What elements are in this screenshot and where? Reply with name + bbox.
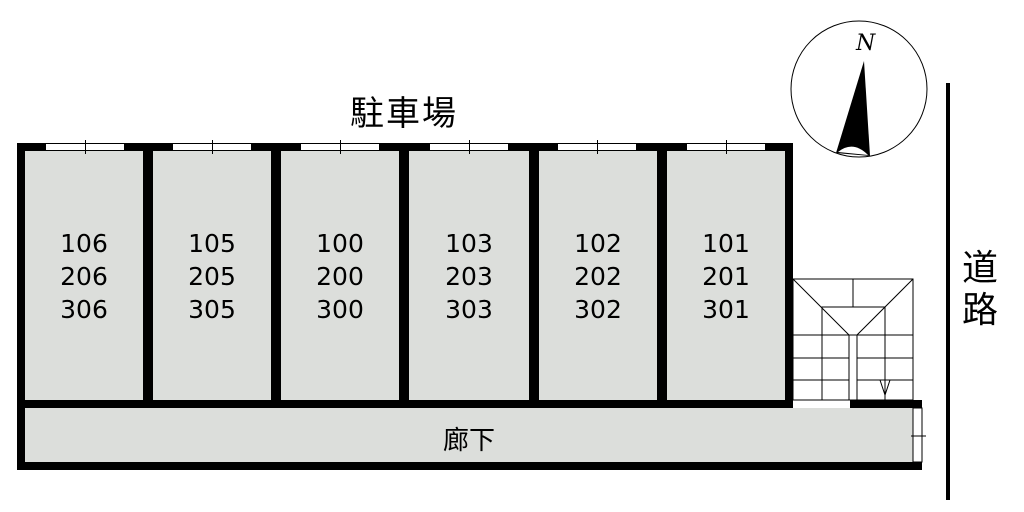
room-number: 203: [445, 262, 493, 291]
partition-2: [271, 143, 281, 408]
room-105: 105 205 305: [153, 151, 271, 400]
window: [172, 140, 252, 154]
room-number: 300: [316, 295, 364, 324]
room-100: 100 200 300: [281, 151, 399, 400]
room-number: 106: [60, 229, 108, 258]
compass-north-label: N: [855, 31, 876, 56]
room-number: 302: [574, 295, 622, 324]
room-101: 101 201 301: [667, 151, 785, 400]
room-106: 106 206 306: [25, 151, 143, 400]
room-number: 303: [445, 295, 493, 324]
parking-label: 駐車場: [350, 94, 458, 134]
room-number: 102: [574, 229, 622, 258]
window: [300, 140, 380, 154]
room-number: 205: [188, 262, 236, 291]
road-edge-line: [946, 83, 950, 500]
room-number: 206: [60, 262, 108, 291]
room-number: 101: [702, 229, 750, 258]
room-number: 301: [702, 295, 750, 324]
road-label-char: 路: [962, 290, 999, 331]
partition-5: [657, 143, 667, 408]
window: [45, 140, 125, 154]
road-label: 道 路: [962, 248, 1002, 332]
partition-4: [529, 143, 539, 408]
partition-1: [143, 143, 153, 408]
wall-right-rooms: [785, 143, 793, 408]
room-number: 103: [445, 229, 493, 258]
road-label-char: 道: [962, 248, 999, 289]
room-number: 105: [188, 229, 236, 258]
window: [557, 140, 637, 154]
staircase: [792, 278, 914, 401]
window: [686, 140, 766, 154]
outer-wall-bottom: [17, 462, 922, 470]
outer-wall-left: [17, 143, 25, 470]
compass-icon: N: [790, 20, 928, 158]
corridor-wall-top-right: [850, 400, 922, 408]
partition-3: [399, 143, 409, 408]
window: [429, 140, 509, 154]
corridor: 廊下: [25, 408, 913, 462]
room-number: 305: [188, 295, 236, 324]
corridor-window: [912, 407, 923, 463]
room-102: 102 202 302: [539, 151, 657, 400]
room-103: 103 203 303: [409, 151, 529, 400]
room-number: 200: [316, 262, 364, 291]
room-number: 202: [574, 262, 622, 291]
room-number: 100: [316, 229, 364, 258]
north-needle: [836, 61, 870, 156]
room-number: 201: [702, 262, 750, 291]
room-number: 306: [60, 295, 108, 324]
corridor-label: 廊下: [442, 426, 495, 456]
